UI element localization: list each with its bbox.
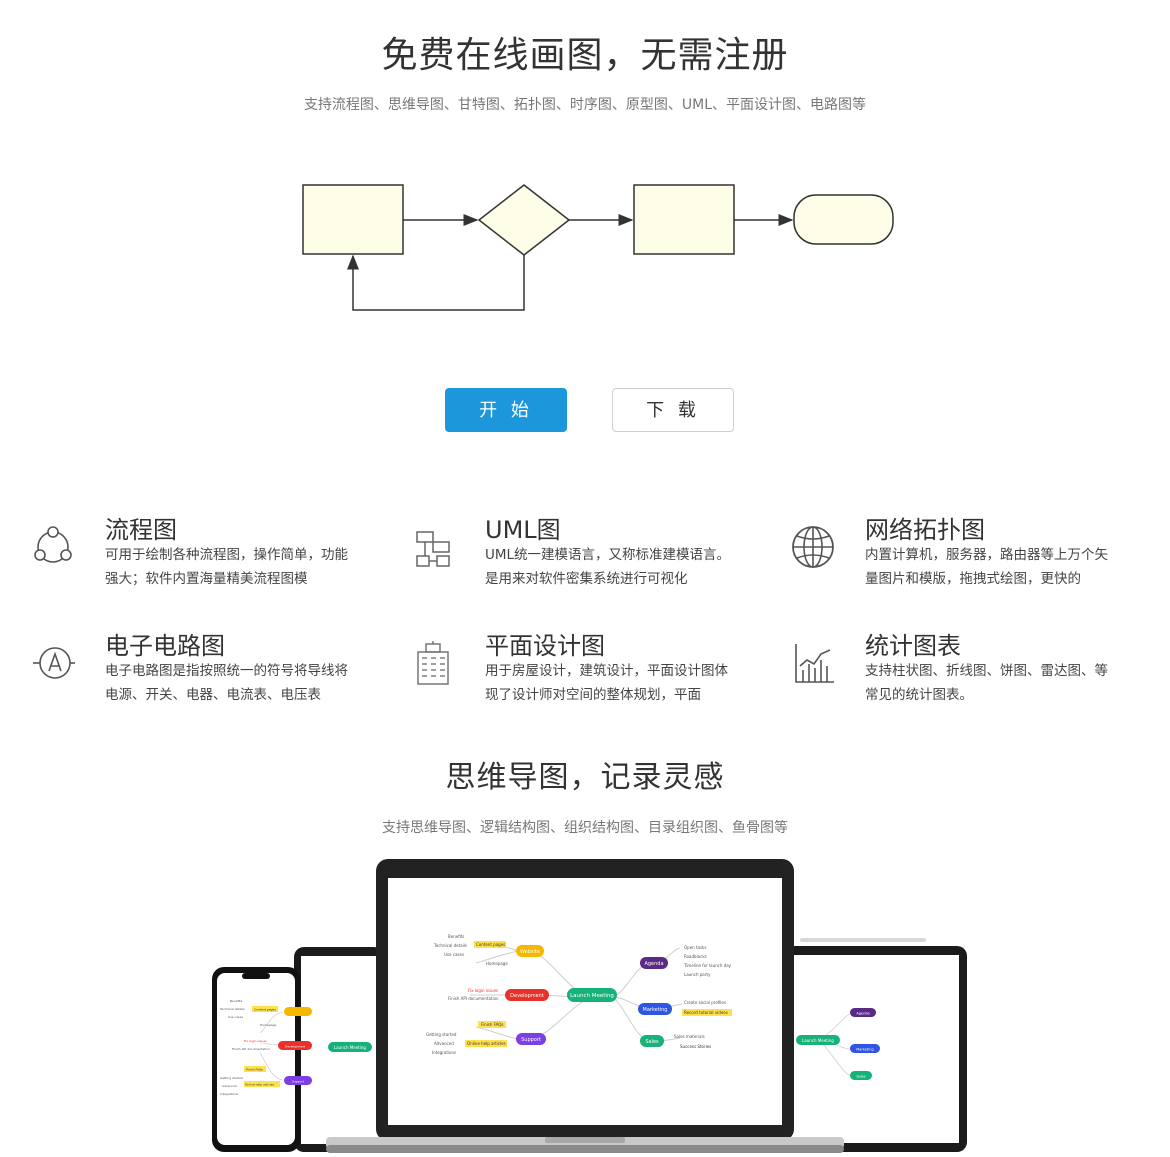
mindmap-leaf: Finish API documentation xyxy=(448,996,499,1001)
feature-uml[interactable]: UML图 UML统一建模语言，又称标准建模语言。是用来对软件密集系统进行可视化 xyxy=(410,510,790,610)
globe-icon xyxy=(792,526,834,568)
loop-connector xyxy=(347,254,525,311)
mindmap-leaf: Sales materials xyxy=(674,1034,705,1039)
mindmap-center-label: Launch Meeting xyxy=(570,993,614,999)
feature-title: UML图 xyxy=(485,516,561,544)
mindmap-leaf: Use cases xyxy=(228,1015,243,1019)
uml-icon xyxy=(416,531,450,567)
phone-device xyxy=(212,967,300,1152)
feature-network-topology[interactable]: 网络拓扑图 内置计算机，服务器，路由器等上万个矢量图片和模版，拖拽式绘图，更快的 xyxy=(790,510,1170,610)
feature-title: 流程图 xyxy=(105,516,177,544)
branch-label: Agenda xyxy=(856,1012,869,1016)
mindmap-section-subtitle: 支持思维导图、逻辑结构图、组织结构图、目录组织图、鱼骨图等 xyxy=(382,820,788,836)
mindmap-leaf-highlight: Finish FAQs xyxy=(246,1068,263,1072)
mindmap-center-label: Launch Meeting xyxy=(802,1038,834,1043)
feature-statistics-chart[interactable]: 统计图表 支持柱状图、折线图、饼图、雷达图、等常见的统计图表。 xyxy=(790,626,1170,726)
mindmap-leaf-highlight: Content pages xyxy=(476,942,505,947)
mindmap-leaf: Benefits xyxy=(230,999,243,1003)
mindmap-leaf-highlight: Content pages xyxy=(254,1008,276,1012)
mindmap-leaf-highlight: Online help articles xyxy=(467,1041,506,1046)
branch-label: Support xyxy=(521,1037,541,1043)
mindmap-leaf: Technical details xyxy=(433,943,467,948)
mindmap-leaf: Success Stories xyxy=(680,1044,711,1049)
mindmap-leaf: Technical details xyxy=(219,1007,245,1011)
mindmap-section-title: 思维导图，记录灵感 xyxy=(445,760,725,795)
mindmap-leaf: Roadblocks xyxy=(684,954,707,959)
circuit-icon xyxy=(33,647,75,679)
bar-chart-icon xyxy=(795,644,834,683)
branch-label: Marketing xyxy=(856,1048,873,1052)
branch-label: Development xyxy=(285,1045,306,1049)
flowchart-illustration xyxy=(302,184,894,311)
mindmap-leaf: Use cases xyxy=(444,952,464,957)
mindmap-leaf: Launch party xyxy=(684,972,711,977)
mindmap-leaf: Create social profiles xyxy=(684,1000,726,1005)
feature-description: UML统一建模语言，又称标准建模语言。是用来对软件密集系统进行可视化 xyxy=(485,547,731,587)
tablet-left-mindmap: Launch Meeting xyxy=(328,1042,372,1052)
mindmap-leaf-highlight: Finish FAQs xyxy=(481,1022,504,1027)
branch-label: Development xyxy=(510,993,544,999)
mindmap-leaf: Getting started xyxy=(426,1032,457,1037)
feature-title: 统计图表 xyxy=(865,632,961,660)
process-box xyxy=(633,184,735,255)
feature-title: 网络拓扑图 xyxy=(865,516,985,544)
mindmap-leaf: Homepage xyxy=(486,961,508,966)
branch-label: Agenda xyxy=(644,961,663,967)
start-button[interactable]: 开 始 xyxy=(445,388,567,432)
hero-title: 免费在线画图，无需注册 xyxy=(381,35,789,76)
feature-description: 用于房屋设计，建筑设计，平面设计图体现了设计师对空间的整体规划，平面 xyxy=(485,663,728,703)
feature-description: 可用于绘制各种流程图，操作简单，功能强大；软件内置海量精美流程图模 xyxy=(105,547,348,587)
device-mockups: Launch Meeting Website Development Suppo… xyxy=(212,859,967,1153)
flowchart-icon xyxy=(34,526,72,563)
feature-flowchart[interactable]: 流程图 可用于绘制各种流程图，操作简单，功能强大；软件内置海量精美流程图模 xyxy=(30,510,410,610)
mindmap-leaf: Advanced xyxy=(222,1084,237,1088)
feature-title: 电子电路图 xyxy=(105,632,225,660)
mindmap-leaf: Integrations xyxy=(432,1050,456,1055)
branch-label: Website xyxy=(520,949,540,955)
terminal-shape xyxy=(793,194,894,245)
mindmap-center-label: Launch Meeting xyxy=(334,1045,366,1050)
branch-label: Sales xyxy=(856,1075,865,1079)
mindmap-leaf: Fix login issues xyxy=(244,1039,267,1043)
hero-subtitle: 支持流程图、思维导图、甘特图、拓扑图、时序图、原型图、UML、平面设计图、电路图… xyxy=(303,97,867,113)
mindmap-leaf-highlight: Online help articles xyxy=(245,1083,274,1087)
branch-label: Sales xyxy=(645,1039,659,1045)
tablet-mindmap: Launch Meeting Agenda Marketing Sales xyxy=(796,1008,880,1080)
feature-description: 电子电路图是指按照统一的符号将导线将电源、开关、电器、电流表、电压表 xyxy=(105,663,348,703)
mindmap-leaf: Open tasks xyxy=(684,945,706,950)
process-box xyxy=(302,184,404,255)
mindmap-leaf: Integrations xyxy=(220,1092,239,1096)
mindmap-leaf: Benefits xyxy=(448,934,464,939)
mindmap-leaf: Timeline for launch day xyxy=(683,963,732,968)
mindmap-leaf: Advanced xyxy=(434,1041,454,1046)
building-icon xyxy=(417,641,449,685)
feature-title: 平面设计图 xyxy=(485,632,605,660)
mindmap-leaf: Finish API documentation xyxy=(232,1047,270,1051)
laptop-mindmap: Launch Meeting Website Development Suppo… xyxy=(426,934,732,1055)
feature-description: 支持柱状图、折线图、饼图、雷达图、等常见的统计图表。 xyxy=(865,663,1108,703)
mindmap-leaf-highlight: Record tutorial videos xyxy=(684,1010,728,1015)
download-button[interactable]: 下 载 xyxy=(612,388,734,432)
phone-mindmap: Development Support Benefits Technical d… xyxy=(219,999,312,1096)
laptop-device xyxy=(326,859,844,1153)
feature-description: 内置计算机，服务器，路由器等上万个矢量图片和模版，拖拽式绘图，更快的 xyxy=(865,547,1108,587)
branch-label: Marketing xyxy=(643,1007,668,1013)
mindmap-leaf: Fix login issues xyxy=(468,988,498,993)
mindmap-leaf: Getting started xyxy=(220,1076,243,1080)
feature-circuit[interactable]: 电子电路图 电子电路图是指按照统一的符号将导线将电源、开关、电器、电流表、电压表 xyxy=(30,626,410,726)
feature-floor-plan[interactable]: 平面设计图 用于房屋设计，建筑设计，平面设计图体现了设计师对空间的整体规划，平面 xyxy=(410,626,790,726)
mindmap-leaf: Homepage xyxy=(260,1023,277,1027)
decision-diamond xyxy=(477,184,571,256)
branch-label: Support xyxy=(292,1080,305,1084)
